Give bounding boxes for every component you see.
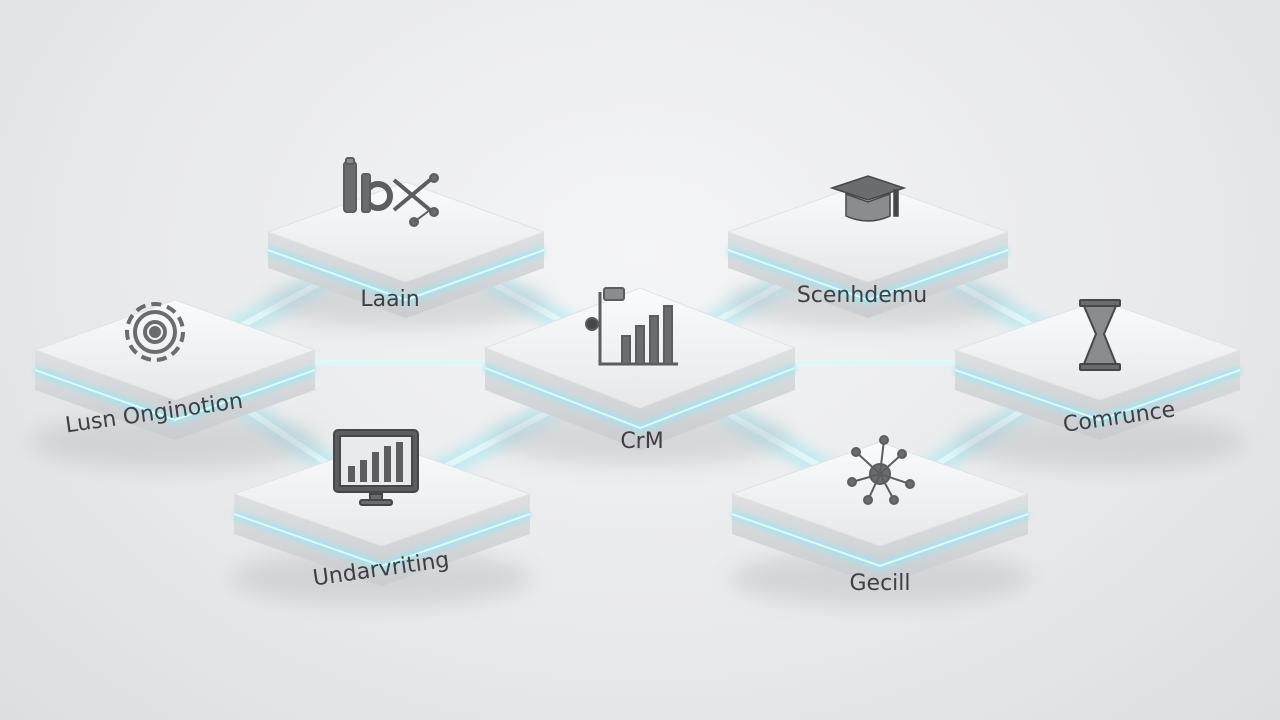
tile-top [730,441,1030,547]
node-label: CrM [620,429,663,454]
node-label: Gecill [849,571,910,596]
tile-glow-core [267,249,545,302]
node-tiles: Laain Scenhdemu [30,157,1245,606]
tools-icon [343,157,439,227]
tile-shadow [30,414,320,470]
node-loan[interactable]: Laain [266,157,546,328]
tile-glow-core [484,367,796,430]
tile-top [266,181,546,283]
bar-chart-icon [585,287,678,366]
tile-glow-core [34,369,316,422]
tile-top [726,181,1010,283]
gear-icon [125,302,185,362]
graduation-cap-icon [829,175,907,222]
node-label: Laain [360,287,419,312]
node-compliance[interactable]: Comrunce [953,299,1245,470]
node-crm[interactable]: CrM [483,287,797,466]
node-loan-origination[interactable]: Lusn Onginotion [30,299,320,470]
tile-glow-core [233,513,531,568]
node-general[interactable]: Gecill [730,435,1030,606]
node-underwriting[interactable]: Undarvriting [232,429,532,606]
tile-shadow [955,414,1245,470]
tile-glow-core [954,369,1241,422]
tile-glow-core [727,249,1009,302]
network-icon [847,435,915,505]
node-servicing[interactable]: Scenhdemu [726,175,1010,328]
tile-glow-core [731,513,1029,568]
node-label: Scenhdemu [797,283,927,308]
hourglass-icon [1079,299,1121,371]
monitor-chart-icon [333,429,419,506]
